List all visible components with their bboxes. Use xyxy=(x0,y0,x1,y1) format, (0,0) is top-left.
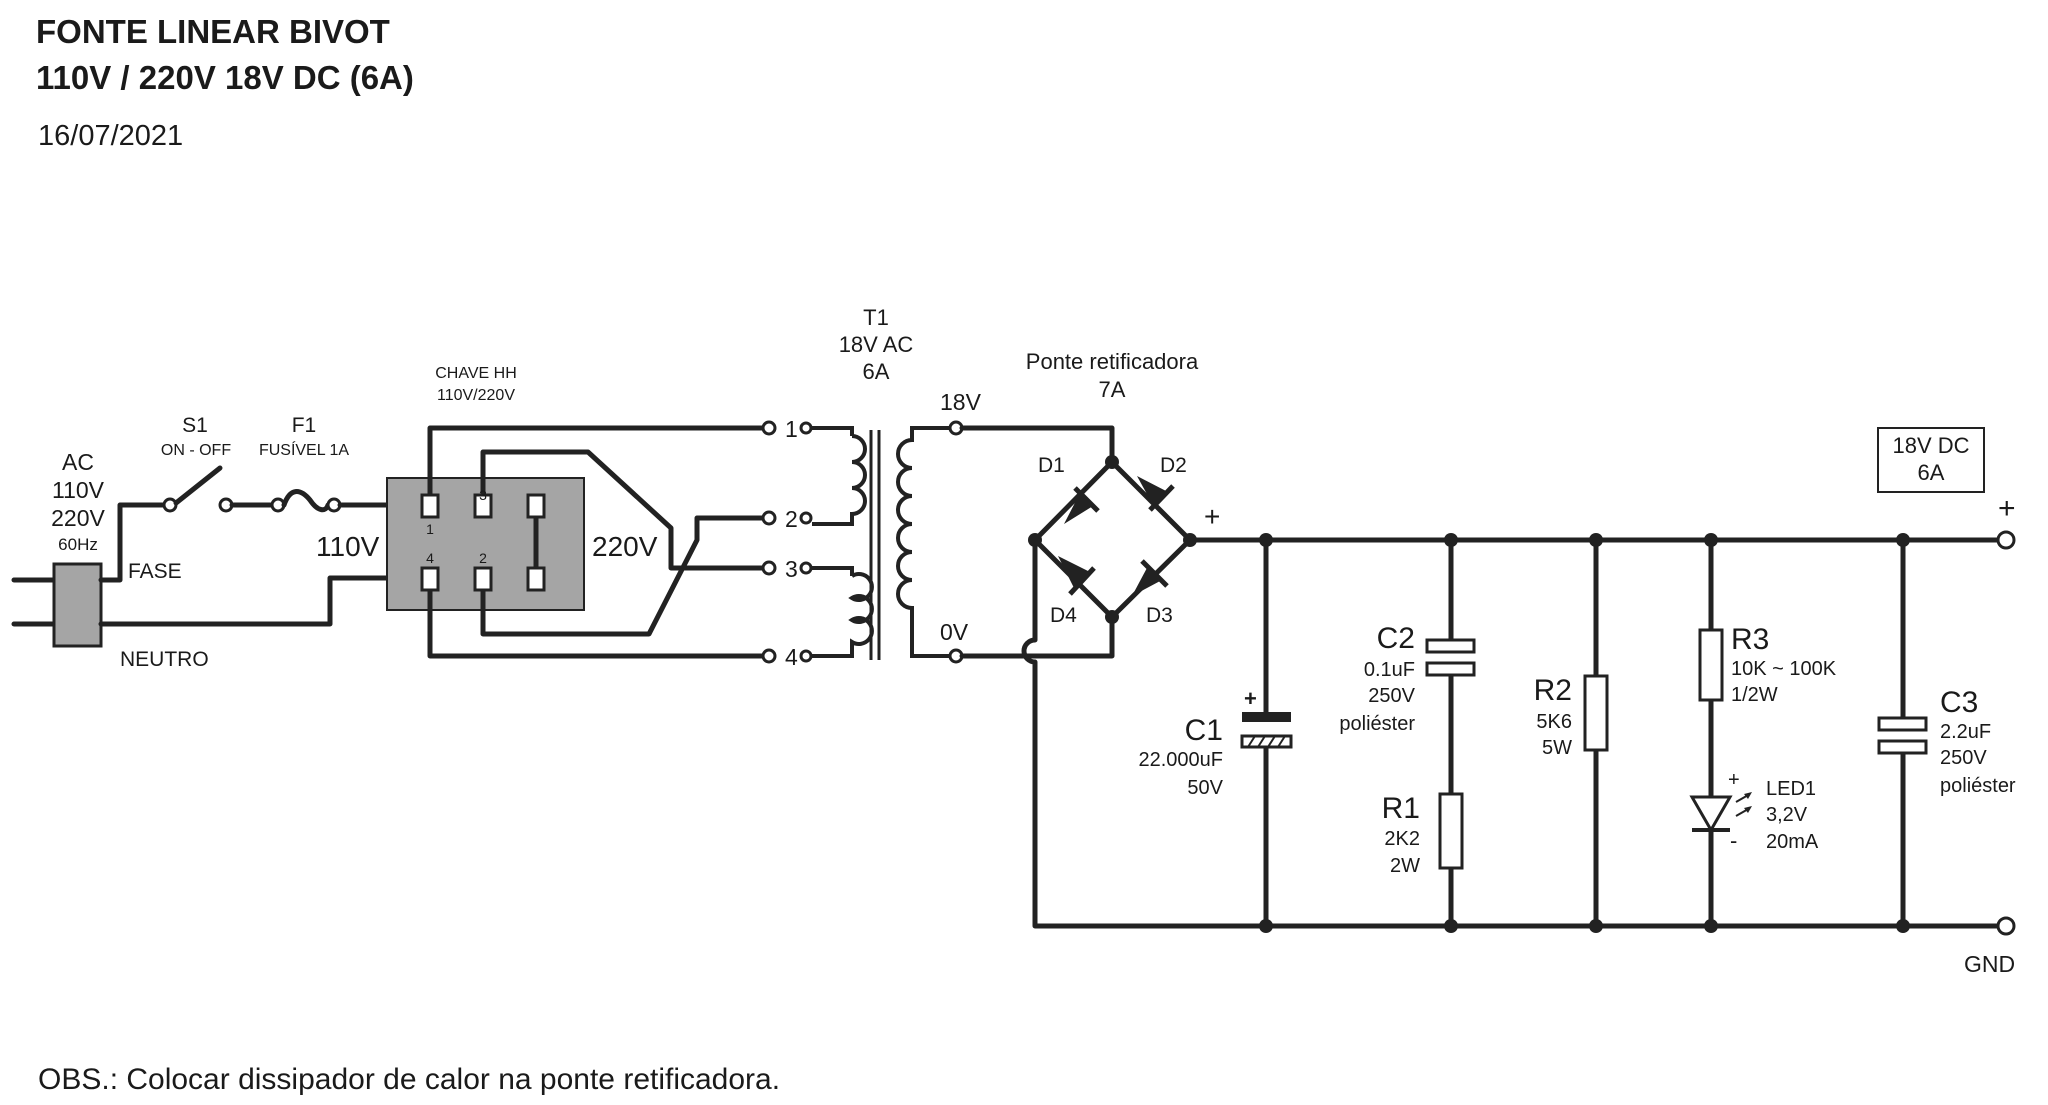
output-plus-terminal xyxy=(1996,530,2016,550)
t1-ref: T1 xyxy=(863,305,889,330)
c1-voltage: 50V xyxy=(1187,777,1223,799)
chave-terminals xyxy=(420,493,546,592)
diode-d1 xyxy=(1064,486,1100,524)
chave-pin-2: 2 xyxy=(479,550,487,566)
chave-desc: 110V/220V xyxy=(437,387,515,404)
secondary-coil xyxy=(896,426,950,658)
t1-rating: 18V AC xyxy=(839,332,914,357)
resistor-r1 xyxy=(1438,792,1464,870)
f1-desc: FUSÍVEL 1A xyxy=(259,440,349,459)
r3-power: 1/2W xyxy=(1731,684,1778,706)
chave-110-label: 110V xyxy=(316,531,380,562)
r3-ref: R3 xyxy=(1731,623,1769,656)
c2-value: 0.1uF xyxy=(1364,659,1415,681)
r1-value: 2K2 xyxy=(1384,828,1420,850)
ac-freq-label: 60Hz xyxy=(58,535,98,554)
chave-pin-1: 1 xyxy=(426,521,434,537)
primary-coil-upper xyxy=(812,434,867,526)
c3-ref: C3 xyxy=(1940,686,1978,719)
t1-current: 6A xyxy=(863,359,890,384)
capacitor-c1 xyxy=(1240,712,1293,749)
capacitor-c3 xyxy=(1877,716,1928,755)
t1-pin-4: 4 xyxy=(785,644,798,670)
diode-d2 xyxy=(1137,476,1175,512)
led1-ref: LED1 xyxy=(1766,778,1816,800)
resistor-r2 xyxy=(1583,674,1609,752)
led1-minus: - xyxy=(1730,828,1737,853)
c1-polarity: + xyxy=(1244,686,1257,711)
date: 16/07/2021 xyxy=(38,120,184,152)
c2-type: poliéster xyxy=(1339,713,1415,735)
ground-rail xyxy=(1021,537,2003,929)
output-gnd-label: GND xyxy=(1964,951,2015,977)
chave-220-label: 220V xyxy=(592,531,658,562)
c3-voltage: 250V xyxy=(1940,747,1987,769)
resistor-r3 xyxy=(1698,628,1724,702)
t1-sec-18v: 18V xyxy=(940,389,982,415)
ac-220-label: 220V xyxy=(51,505,105,531)
title-line-1: FONTE LINEAR BIVOT xyxy=(36,13,390,50)
footer-note: OBS.: Colocar dissipador de calor na pon… xyxy=(38,1063,781,1096)
f1-ref: F1 xyxy=(292,414,317,437)
chave-pin-3: 3 xyxy=(479,487,487,503)
bridge-name: Ponte retificadora xyxy=(1026,349,1199,374)
t1-sec-0v: 0V xyxy=(940,619,969,645)
neutro-label: NEUTRO xyxy=(120,648,209,671)
t1-pin-1: 1 xyxy=(785,416,798,442)
c3-value: 2.2uF xyxy=(1940,721,1991,743)
fuse-f1 xyxy=(270,489,342,513)
junction-dots xyxy=(1259,533,1910,933)
c2-voltage: 250V xyxy=(1368,685,1415,707)
d2-label: D2 xyxy=(1160,454,1187,477)
s1-ref: S1 xyxy=(182,414,208,437)
bridge-plus: + xyxy=(1204,501,1220,532)
switch-s1 xyxy=(162,465,234,513)
ac-110-label: 110V xyxy=(52,477,105,503)
r2-power: 5W xyxy=(1542,737,1572,759)
bridge-rectifier xyxy=(1028,455,1197,624)
led1-plus: + xyxy=(1728,769,1740,791)
ac-plug xyxy=(11,562,103,648)
led1-current: 20mA xyxy=(1766,831,1819,853)
c2-ref: C2 xyxy=(1377,622,1415,655)
output-current: 6A xyxy=(1918,460,1945,485)
t1-pin-3: 3 xyxy=(785,556,798,582)
d3-label: D3 xyxy=(1146,604,1173,627)
capacitor-c2 xyxy=(1425,638,1476,677)
d1-label: D1 xyxy=(1038,454,1065,477)
title-line-2: 110V / 220V 18V DC (6A) xyxy=(36,59,414,96)
chave-name: CHAVE HH xyxy=(435,365,517,382)
output-gnd-terminal xyxy=(1996,916,2016,936)
r2-ref: R2 xyxy=(1534,674,1572,707)
d4-label: D4 xyxy=(1050,604,1077,627)
s1-desc: ON - OFF xyxy=(161,442,231,459)
c3-type: poliéster xyxy=(1940,775,2016,797)
c1-value: 22.000uF xyxy=(1138,749,1223,771)
diode-d3 xyxy=(1132,559,1169,596)
primary-coil-lower xyxy=(812,572,874,658)
chave-pin-4: 4 xyxy=(426,550,434,566)
t1-pin-2: 2 xyxy=(785,506,798,532)
output-plus-label: + xyxy=(1998,492,2016,525)
output-voltage: 18V DC xyxy=(1892,433,1969,458)
diode-d4 xyxy=(1058,556,1096,596)
c1-ref: C1 xyxy=(1185,714,1223,747)
output-rating-box xyxy=(1877,427,1985,493)
ac-label: AC xyxy=(62,449,94,475)
r2-value: 5K6 xyxy=(1536,711,1572,733)
led-led1 xyxy=(1689,792,1752,834)
fase-label: FASE xyxy=(128,560,182,583)
led1-voltage: 3,2V xyxy=(1766,804,1808,826)
r1-ref: R1 xyxy=(1382,792,1420,825)
r1-power: 2W xyxy=(1390,855,1420,877)
transformer-primary-terminals xyxy=(761,420,777,664)
bridge-rating: 7A xyxy=(1099,377,1126,402)
r3-value: 10K ~ 100K xyxy=(1731,658,1837,680)
